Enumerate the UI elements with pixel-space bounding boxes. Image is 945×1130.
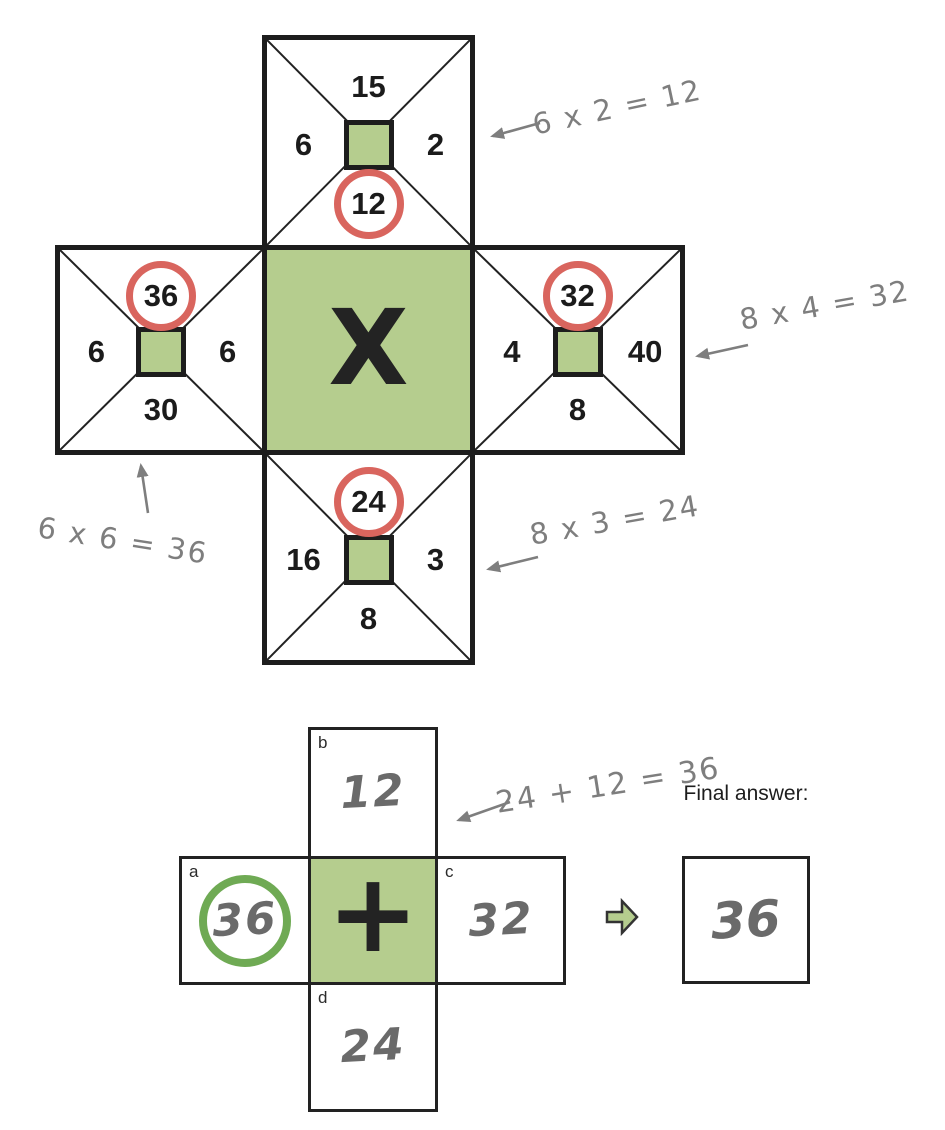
bottom-square-number-left: 16 (286, 541, 321, 577)
arrow-icon (490, 121, 541, 139)
plus-operator: + (326, 848, 420, 977)
red-circle-highlight (333, 467, 404, 538)
left-square-number-bottom: 30 (143, 392, 179, 427)
green-mini-square (343, 119, 394, 170)
left-square-number-top: 36 (143, 278, 179, 313)
arrow-icon (136, 463, 150, 514)
arrow-icon (695, 343, 749, 360)
cell-a: a 36 (179, 856, 311, 985)
right-square-number-bottom: 8 (568, 392, 587, 427)
equation-annotation-top-right: 6 x 2 = 12 (529, 72, 705, 142)
result-arrow-icon (605, 897, 639, 937)
cell-c-value: 32 (466, 892, 535, 947)
equation-annotation-right: 8 x 4 = 32 (737, 273, 913, 337)
green-mini-square (552, 327, 603, 377)
bottom-square-number-bottom: 8 (359, 601, 378, 636)
final-answer-value: 36 (709, 889, 783, 951)
center-operator-square: X (262, 245, 475, 455)
top-square: 15 6 2 12 (262, 35, 475, 250)
center-plus-square: + (308, 856, 438, 985)
final-answer-box: 36 (682, 856, 810, 984)
cell-b-value: 12 (339, 764, 407, 820)
equation-annotation-bottom-right: 8 x 3 = 24 (527, 488, 703, 552)
green-circle-highlight (199, 874, 291, 967)
red-circle-highlight (126, 261, 196, 331)
arrow-icon (456, 800, 511, 822)
arrow-icon (486, 555, 539, 573)
cell-a-label: a (189, 862, 199, 881)
cell-d: d 24 (308, 982, 438, 1112)
green-mini-square (343, 534, 394, 585)
cell-b: b 12 (308, 727, 438, 859)
cell-d-label: d (318, 988, 328, 1007)
left-square-number-right: 6 (219, 334, 237, 369)
right-square-number-left: 4 (503, 334, 521, 369)
cell-d-value: 24 (339, 1018, 407, 1074)
left-square: 36 6 6 30 (55, 245, 267, 455)
right-square-number-right: 40 (627, 334, 663, 369)
green-mini-square (136, 327, 186, 377)
cell-c-label: c (445, 862, 454, 881)
top-square-number-top: 15 (351, 69, 386, 105)
bottom-square-number-top: 24 (351, 484, 386, 520)
top-square-number-left: 6 (294, 126, 313, 162)
top-square-number-right: 2 (426, 126, 445, 162)
bottom-square-number-right: 3 (426, 541, 445, 577)
cell-a-value: 36 (211, 892, 279, 947)
final-answer-label: Final answer: (683, 782, 809, 805)
bottom-square: 24 16 3 8 (262, 450, 475, 665)
right-square-number-top: 32 (560, 278, 595, 313)
multiply-operator: X (328, 287, 409, 409)
right-square: 32 4 40 8 (470, 245, 685, 455)
equation-annotation-bottom-left: 6 x 6 = 36 (35, 510, 211, 571)
cell-b-label: b (318, 733, 328, 752)
top-square-number-bottom: 12 (351, 186, 386, 221)
cell-c: c 32 (435, 856, 566, 985)
red-circle-highlight (542, 261, 613, 331)
left-square-number-left: 6 (87, 334, 105, 369)
red-circle-highlight (333, 169, 404, 239)
